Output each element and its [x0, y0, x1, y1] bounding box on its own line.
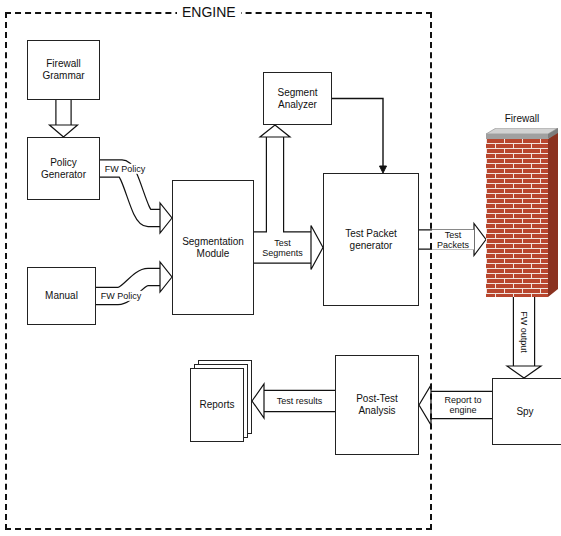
process-box: Firewall Grammar — [27, 40, 100, 100]
block-arrow — [254, 137, 275, 248]
block-arrow-fill — [419, 231, 474, 249]
edge-label: FW output — [519, 310, 529, 354]
arrowhead — [50, 125, 78, 137]
process-box: Spy — [492, 378, 561, 445]
node-label: Firewall Grammar — [31, 58, 96, 82]
node-label: Segment Analyzer — [267, 87, 328, 111]
process-box: Test Packet generator — [323, 173, 419, 306]
arrowhead — [419, 385, 431, 425]
block-arrow-fill — [254, 137, 275, 248]
block-arrow-fill — [264, 391, 335, 411]
node-label: Segmentation Module — [176, 236, 250, 260]
node-label: ENGINE — [177, 4, 241, 21]
firewall-wall: Firewall — [486, 112, 558, 297]
block-arrow — [55, 100, 71, 125]
connector-outlines — [64, 99, 525, 406]
arrowhead — [160, 203, 172, 233]
arrowhead — [474, 224, 486, 256]
arrowheads — [50, 125, 542, 425]
block-arrow — [100, 169, 160, 219]
edge-label: Test Segments — [257, 237, 309, 258]
edge-label: Test Packets — [432, 229, 474, 250]
block-arrow — [419, 229, 474, 249]
arrowhead — [380, 166, 387, 173]
arrowhead — [252, 384, 264, 418]
block-arrow — [96, 277, 160, 296]
report-stack: Reports — [190, 360, 252, 442]
edge-label: FW Policy — [104, 163, 147, 173]
node-label: Manual — [45, 290, 78, 302]
block-arrow — [264, 390, 335, 412]
process-box: Segment Analyzer — [263, 72, 332, 125]
block-arrow — [513, 297, 535, 366]
block-arrow-fill — [96, 277, 160, 296]
brick-wall — [486, 128, 558, 297]
node-label: Firewall — [486, 112, 558, 126]
node-label: Post-Test Analysis — [339, 393, 415, 417]
edge-label: Report to engine — [439, 395, 487, 416]
block-arrow-fill — [57, 100, 71, 125]
edge-label: Test results — [276, 396, 324, 406]
input-box: Manual — [27, 267, 96, 325]
block-arrow-fill — [431, 392, 492, 418]
node-label: Test Packet generator — [327, 228, 415, 252]
block-arrow — [431, 391, 492, 419]
edge-label: FW Policy — [100, 291, 143, 301]
block-arrow-fill — [100, 169, 160, 219]
process-box: Post-Test Analysis — [335, 355, 419, 455]
arrowhead — [160, 262, 172, 292]
block-arrow-fill — [514, 297, 534, 366]
node-label: Reports — [199, 399, 234, 411]
arrowhead — [311, 226, 323, 270]
arrowhead — [507, 366, 541, 378]
connector-fills — [64, 100, 525, 405]
engine-frame: ENGINEFirewall GrammarSegment AnalyzerPo… — [5, 12, 432, 530]
process-box: Policy Generator — [27, 137, 100, 200]
node-label: Spy — [516, 406, 533, 418]
node-label: Policy Generator — [31, 157, 96, 181]
arrowhead — [260, 125, 290, 137]
process-box: Segmentation Module — [172, 180, 254, 315]
flow-arrow — [332, 99, 383, 167]
